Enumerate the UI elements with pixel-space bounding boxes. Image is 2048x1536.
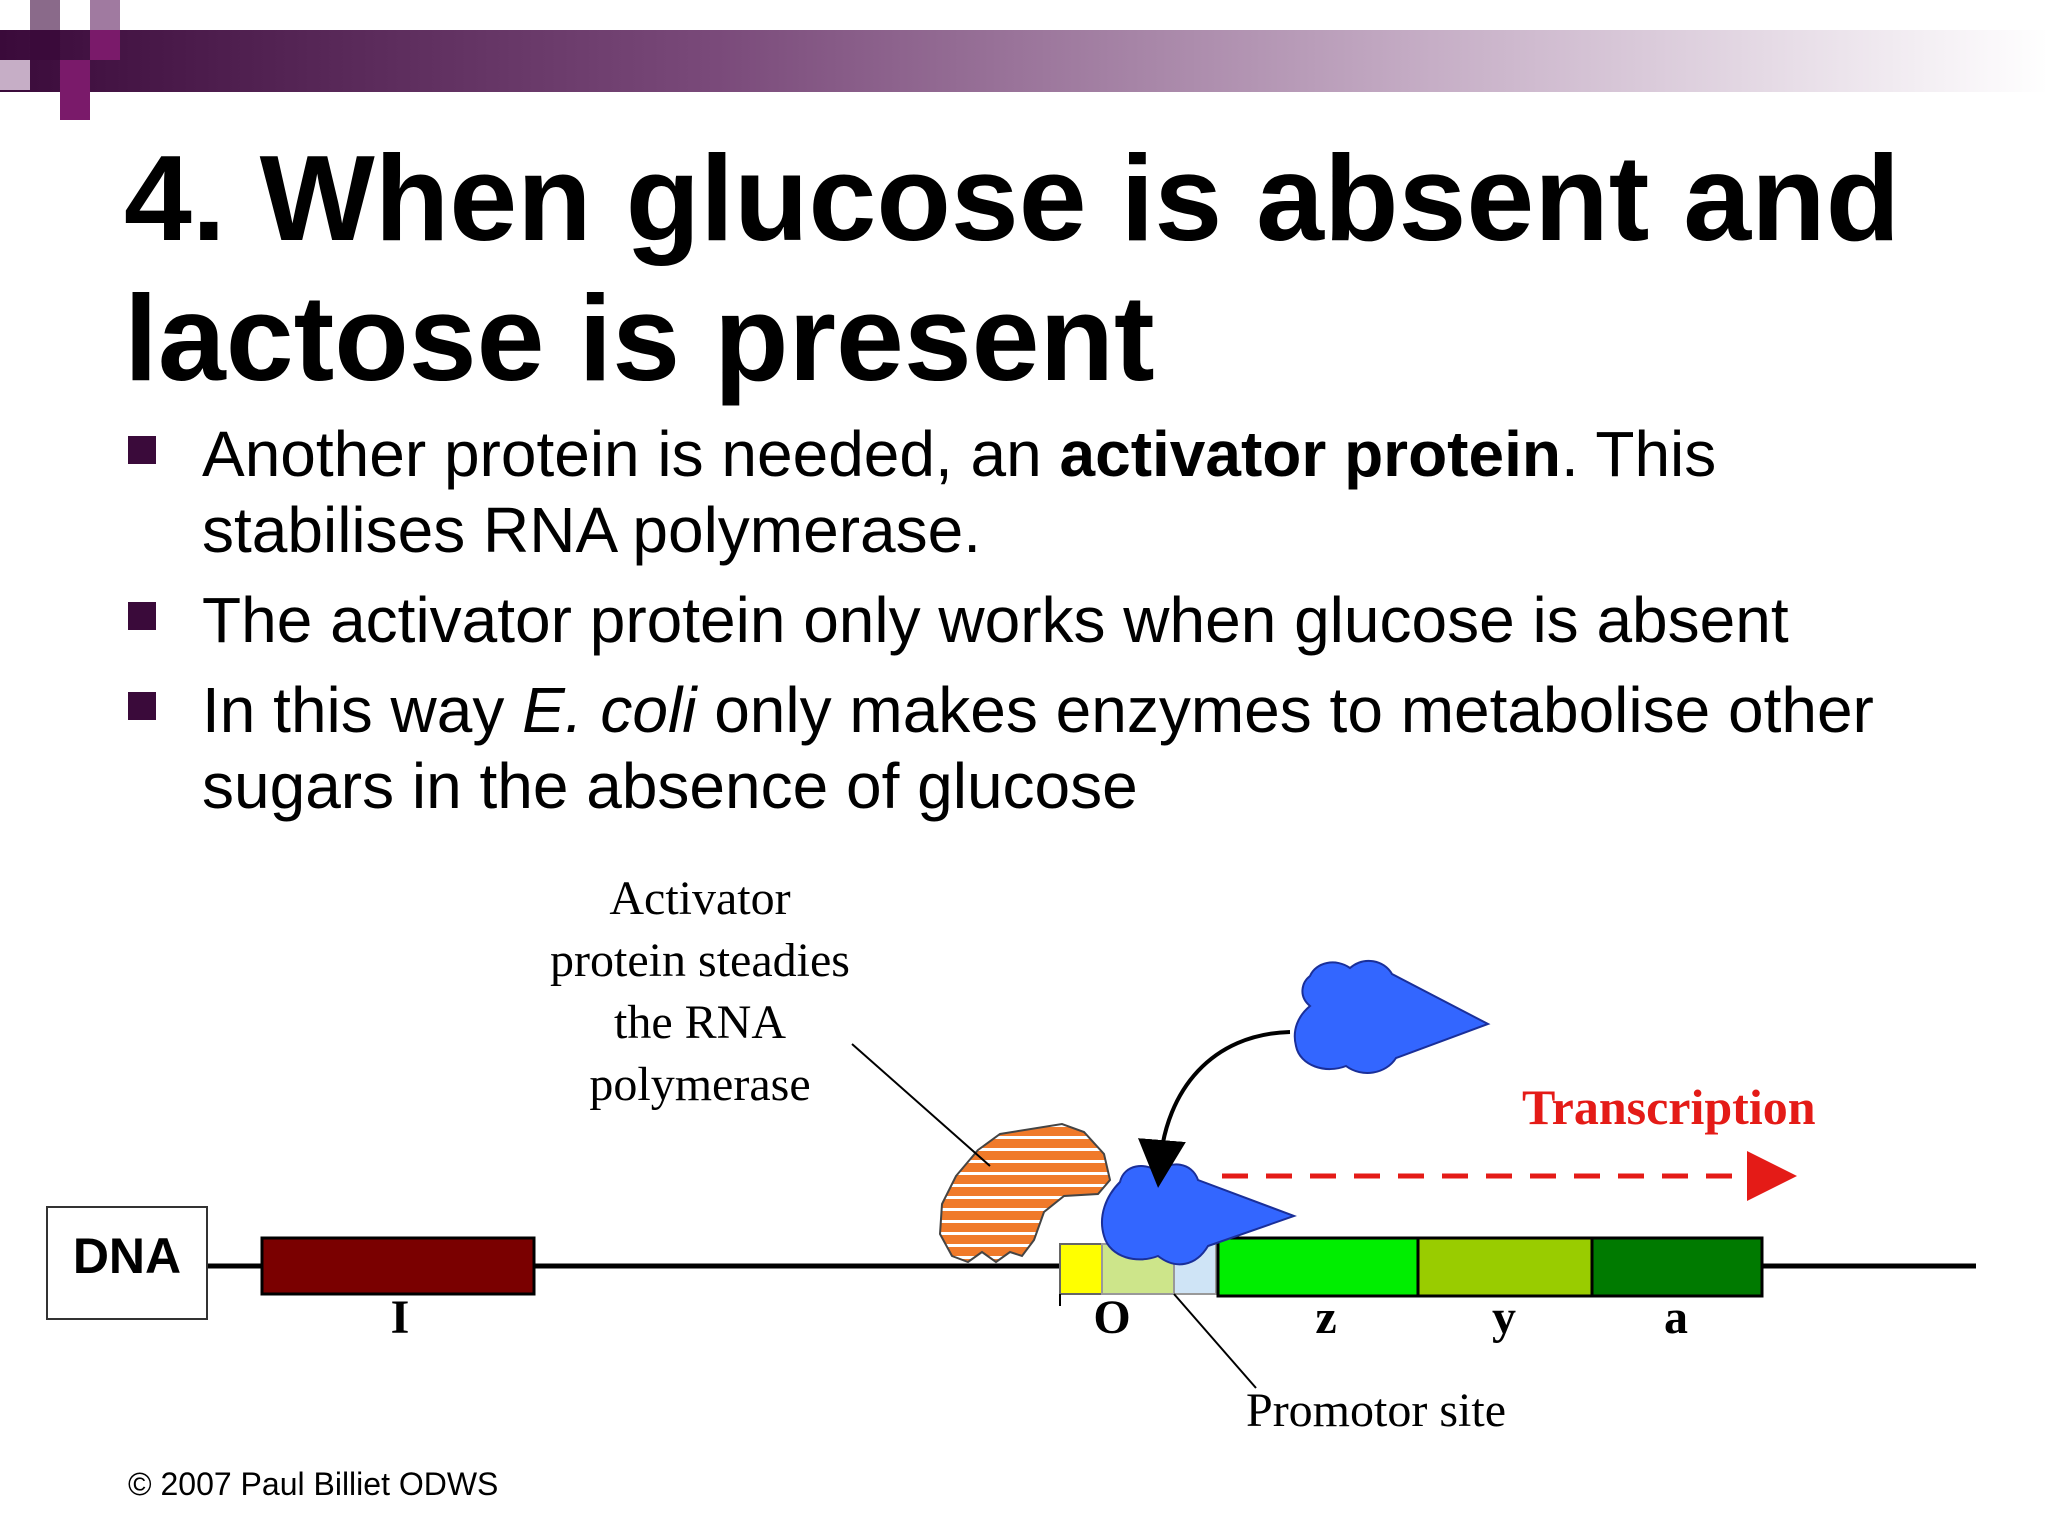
gene-a-block (1590, 1236, 1764, 1298)
bullet-text-post: . This stabilises RNA polymerase. (202, 418, 1717, 566)
bullet-text-pre: Another protein is needed, an (202, 418, 1060, 490)
activator-caption-line: protein steadies (550, 934, 850, 987)
page-title: 4. When glucose is absent and lactose is… (124, 128, 1944, 408)
bullet-text-post: only makes enzymes to metabolise other s… (202, 674, 1874, 822)
bullet-text-pre: In this way (202, 674, 523, 746)
gene-label-a: a (1664, 1291, 1688, 1344)
bullet-list: Another protein is needed, an activator … (124, 416, 1984, 838)
gene-label-o: O (1093, 1291, 1131, 1344)
bullet-item: In this way E. coli only makes enzymes t… (124, 672, 1984, 824)
gene-label-y: y (1492, 1291, 1516, 1344)
transcription-label: Transcription (1522, 1079, 1816, 1135)
activator-caption-line: the RNA (614, 996, 786, 1049)
activator-caption: Activator protein steadies the RNA polym… (520, 868, 880, 1116)
bullet-item: The activator protein only works when gl… (124, 582, 1984, 658)
activator-pointer-line (851, 1043, 991, 1167)
bullet-marker-icon (128, 602, 156, 630)
binding-arrow (1138, 1030, 1291, 1188)
rna-polymerase-free-shape (1293, 959, 1491, 1074)
promotor-pointer-line (1173, 1293, 1257, 1389)
bullet-item: Another protein is needed, an activator … (124, 416, 1984, 568)
title-line-1: 4. When glucose is absent and (124, 130, 1901, 266)
gene-label-i: I (390, 1291, 410, 1344)
activator-caption-line: Activator (609, 872, 791, 925)
bullet-marker-icon (128, 692, 156, 720)
activator-caption-line: polymerase (589, 1058, 811, 1111)
title-line-2: lactose is present (124, 270, 1155, 406)
bullet-text: The activator protein only works when gl… (202, 584, 1789, 656)
operator-block (1059, 1243, 1103, 1295)
gene-i-block (260, 1236, 536, 1296)
bullet-marker-icon (128, 436, 156, 464)
gene-z-block (1216, 1236, 1420, 1298)
promotor-label: Promotor site (1246, 1384, 1506, 1437)
bullet-text-italic: E. coli (522, 674, 697, 746)
copyright-notice: © 2007 Paul Billiet ODWS (128, 1466, 499, 1502)
dna-label-box: DNA (46, 1206, 208, 1320)
gene-y-block (1416, 1236, 1594, 1298)
header-banner (0, 0, 2048, 120)
bullet-text-bold: activator protein (1059, 418, 1561, 490)
gene-label-z: z (1315, 1291, 1337, 1344)
